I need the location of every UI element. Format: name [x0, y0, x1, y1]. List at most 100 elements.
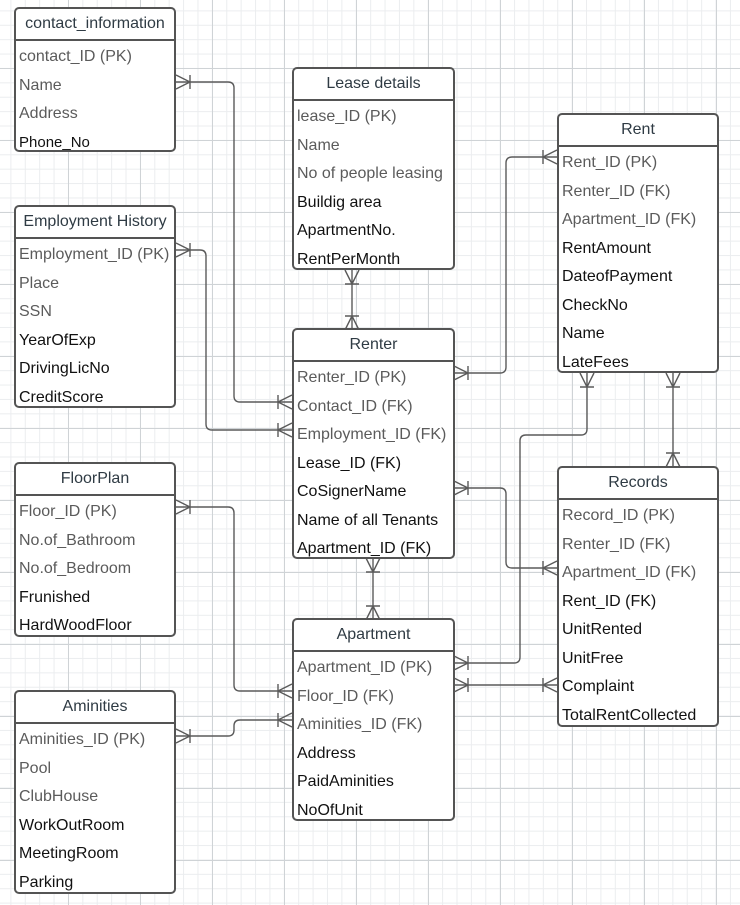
field-furnished: Frunished — [19, 588, 91, 606]
crowfoot-records-rent-end — [665, 452, 681, 468]
crowfoot-apartment-renter-end — [365, 605, 381, 621]
field-floor-id: Floor_ID (PK) — [19, 503, 117, 520]
crowfoot-aminities-end — [175, 728, 191, 744]
crowfoot-renter-lease-end — [344, 315, 360, 331]
field-apartment-no: ApartmentNo. — [297, 222, 396, 239]
field-name-of-all-tenants: Name of all Tenants — [297, 511, 439, 529]
entity-title: Records — [559, 468, 717, 500]
field-apartment-id: Apartment_ID (PK) — [297, 659, 433, 676]
field-ssn: SSN — [19, 303, 52, 320]
field-apartment-id: Apartment_ID (FK) — [562, 211, 697, 228]
crowfoot-records-complaint-end — [542, 677, 558, 693]
field-unit-rented: UnitRented — [562, 621, 643, 638]
crowfoot-apartment-floor-end — [277, 683, 293, 699]
entity-title: Apartment — [294, 620, 453, 652]
crowfoot-apartment-rent-end — [453, 655, 469, 671]
crowfoot-apartment-records-end — [453, 677, 469, 693]
connector-renter-rent — [454, 156, 557, 374]
entity-title: FloorPlan — [16, 464, 174, 496]
field-rent-id: Rent_ID (PK) — [562, 154, 658, 171]
connector-contact-renter — [176, 81, 292, 403]
crowfoot-renter-records-end — [453, 480, 469, 496]
field-clubhouse: ClubHouse — [19, 788, 99, 805]
field-hardwood-floor: HardWoodFloor — [19, 617, 132, 634]
connector-apartment-rent — [454, 373, 588, 664]
field-meeting-room: MeetingRoom — [19, 845, 119, 862]
field-name: Name — [297, 136, 340, 154]
field-year-of-exp: YearOfExp — [19, 331, 96, 349]
field-phone-no: Phone_No — [19, 133, 90, 151]
field-aminities-id: Aminities_ID (PK) — [19, 731, 146, 748]
field-driving-lic-no: DrivingLicNo — [19, 360, 110, 377]
field-address: Address — [19, 105, 78, 122]
crowfoot-rent-records-end — [665, 372, 681, 388]
field-apartment-id: Apartment_ID (FK) — [297, 540, 432, 557]
field-renter-id: Renter_ID (PK) — [297, 369, 407, 386]
connector-employment-renter — [176, 249, 292, 431]
field-no-of-bedroom: No.of_Bedroom — [19, 560, 132, 577]
field-aminities-id: Aminities_ID (FK) — [297, 716, 423, 733]
crowfoot-floorplan-end — [175, 499, 191, 515]
entity-title: Renter — [294, 330, 453, 362]
connector-renter-records — [454, 487, 557, 569]
crowfoot-renter-rent-end — [453, 365, 469, 381]
field-check-no: CheckNo — [562, 296, 628, 314]
field-complaint: Complaint — [562, 678, 635, 695]
entity-title: Employment History — [16, 207, 174, 239]
field-contact-id: contact_ID (PK) — [19, 48, 132, 65]
field-address: Address — [297, 744, 356, 762]
field-renter-id: Renter_ID (FK) — [562, 535, 671, 553]
entity-renter[interactable]: Renter Renter_ID (PK) Contact_ID (FK) Em… — [292, 328, 455, 559]
entity-employment-history[interactable]: Employment History Employment_ID (PK) Pl… — [14, 205, 176, 408]
connector-floorplan-apartment — [176, 506, 292, 692]
entity-rent[interactable]: Rent Rent_ID (PK) Renter_ID (FK) Apartme… — [557, 113, 719, 373]
field-building-area: Buildig area — [297, 193, 382, 211]
field-floor-id: Floor_ID (FK) — [297, 687, 394, 705]
crowfoot-employment-end — [175, 242, 191, 258]
crowfoot-lease-end — [344, 269, 360, 285]
field-lease-id: lease_ID (PK) — [297, 108, 397, 125]
field-renter-id: Renter_ID (FK) — [562, 182, 671, 200]
field-paid-aminities: PaidAminities — [297, 773, 394, 790]
field-rent-amount: RentAmount — [562, 239, 651, 257]
field-employment-id: Employment_ID (FK) — [297, 426, 447, 443]
field-no-of-bathroom: No.of_Bathroom — [19, 531, 136, 549]
field-rent-per-month: RentPerMonth — [297, 250, 401, 268]
field-total-rent-collected: TotalRentCollected — [562, 706, 697, 724]
field-employment-id: Employment_ID (PK) — [19, 246, 170, 263]
field-apartment-id: Apartment_ID (FK) — [562, 564, 697, 581]
entity-title: Rent — [559, 115, 717, 147]
field-late-fees: LateFees — [562, 353, 629, 371]
entity-apartment[interactable]: Apartment Apartment_ID (PK) Floor_ID (FK… — [292, 618, 455, 821]
field-contact-id: Contact_ID (FK) — [297, 397, 413, 415]
field-parking: Parking — [19, 873, 74, 891]
entity-title: Lease details — [294, 69, 453, 101]
crowfoot-contact-end — [175, 74, 191, 90]
field-unit-free: UnitFree — [562, 649, 624, 667]
crowfoot-renter-employment-end — [277, 422, 293, 438]
connector-aminities-apartment — [176, 719, 292, 737]
entity-contact-information[interactable]: contact_information contact_ID (PK) Name… — [14, 7, 176, 152]
entity-lease-details[interactable]: Lease details lease_ID (PK) Name No of p… — [292, 67, 455, 270]
field-date-of-payment: DateofPayment — [562, 268, 673, 285]
entity-aminities[interactable]: Aminities Aminities_ID (PK) Pool ClubHou… — [14, 690, 176, 894]
crowfoot-renter-apartment-end — [365, 557, 381, 573]
crowfoot-rent-end — [542, 149, 558, 165]
crowfoot-apartment-aminities-end — [277, 712, 293, 728]
field-record-id: Record_ID (PK) — [562, 507, 675, 524]
field-lease-id: Lease_ID (FK) — [297, 454, 402, 472]
field-rent-id: Rent_ID (FK) — [562, 592, 657, 610]
entity-floorplan[interactable]: FloorPlan Floor_ID (PK) No.of_Bathroom N… — [14, 462, 176, 637]
crowfoot-rent-apartment-end — [579, 372, 595, 388]
entity-records[interactable]: Records Record_ID (PK) Renter_ID (FK) Ap… — [557, 466, 719, 727]
field-name: Name — [562, 325, 605, 342]
field-place: Place — [19, 274, 60, 292]
crowfoot-renter-contact-end — [277, 394, 293, 410]
entity-title: Aminities — [16, 692, 174, 724]
field-workout-room: WorkOutRoom — [19, 816, 125, 834]
field-name: Name — [19, 76, 62, 94]
field-cosigner-name: CoSignerName — [297, 483, 407, 500]
entity-title: contact_information — [16, 9, 174, 41]
crowfoot-records-apartment-end — [542, 560, 558, 576]
